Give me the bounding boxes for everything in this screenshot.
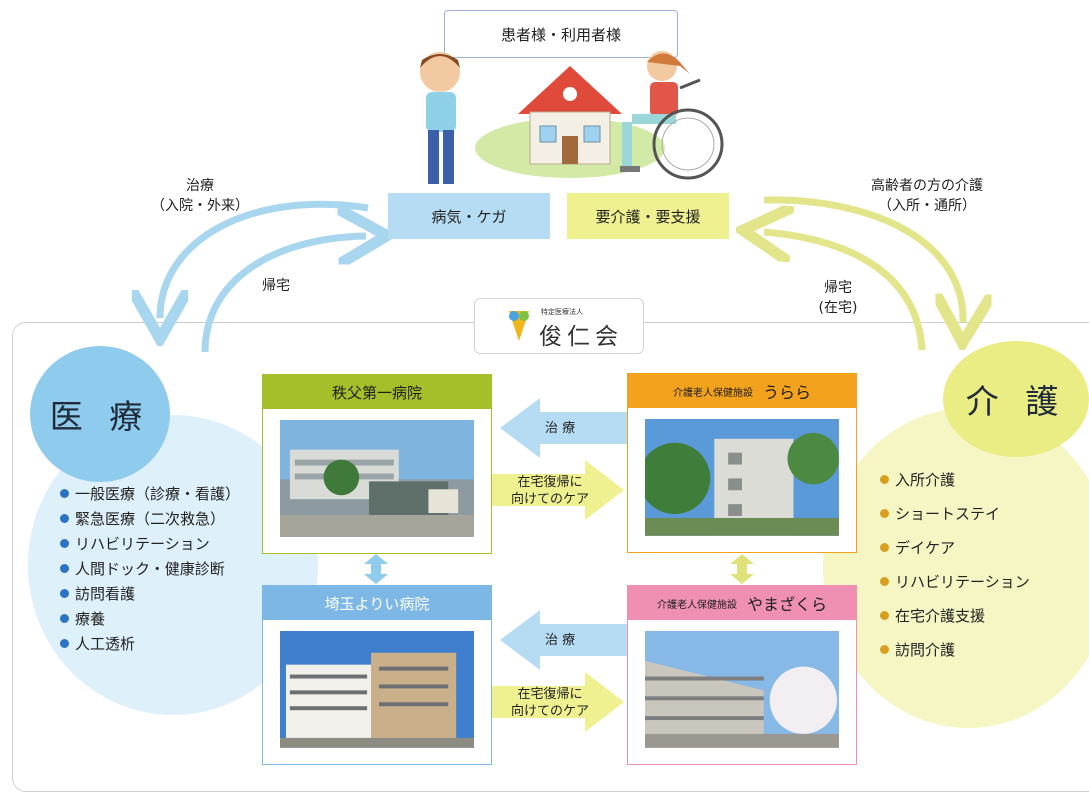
bullet-icon	[60, 514, 69, 523]
logo-subtitle: 特定医療法人	[541, 308, 583, 316]
treatment-arrow	[160, 200, 369, 318]
bullet-icon	[60, 489, 69, 498]
chichibu-hospital-card: 秩父第一病院	[262, 374, 492, 554]
list-item: 療養	[60, 607, 240, 632]
treat-arrow-top	[500, 398, 627, 458]
return-home-label-left: 帰宅	[262, 278, 290, 294]
care-services-list: 入所介護 ショートステイ デイケア リハビリテーション 在宅介護支援 訪問介護	[880, 463, 1030, 667]
list-item: 訪問看護	[60, 582, 240, 607]
yamazakura-facility-photo	[645, 631, 839, 748]
saitama-yorii-hospital-title: 埼玉よりい病院	[263, 586, 491, 620]
yamazakura-facility-card: 介護老人保健施設 やまざくら	[627, 585, 857, 765]
illness-injury-label: 病気・ケガ	[388, 193, 550, 239]
list-item: 緊急医療（二次救急）	[60, 507, 240, 532]
chichibu-hospital-title: 秩父第一病院	[263, 375, 491, 409]
urara-facility-card: 介護老人保健施設 うらら	[627, 373, 857, 553]
return-home-arrow-right	[764, 232, 926, 351]
link-arrow-left	[364, 554, 388, 584]
patients-title: 患者様・利用者様	[444, 10, 678, 58]
care-support-label: 要介護・要支援	[567, 193, 729, 239]
bullet-icon	[60, 589, 69, 598]
return-home-arrow-left	[201, 236, 366, 353]
bullet-icon	[60, 539, 69, 548]
urara-facility-title: 介護老人保健施設 うらら	[628, 374, 856, 408]
elderly-care-arrow	[763, 196, 963, 322]
list-item: ショートステイ	[880, 497, 1030, 531]
list-item: リハビリテーション	[60, 532, 240, 557]
home-arrow-top	[492, 460, 624, 520]
chichibu-hospital-photo	[280, 420, 474, 537]
saitama-yorii-hospital-photo	[280, 631, 474, 748]
link-arrow-right	[730, 554, 754, 584]
logo-name: 俊仁会	[539, 324, 623, 350]
bullet-icon	[880, 645, 889, 654]
treatment-label: 治療 （入院・外来）	[151, 178, 249, 214]
bullet-icon	[880, 543, 889, 552]
list-item: 入所介護	[880, 463, 1030, 497]
list-item: 一般医療（診療・看護）	[60, 482, 240, 507]
urara-facility-photo	[645, 419, 839, 536]
list-item: 在宅介護支援	[880, 599, 1030, 633]
bullet-icon	[880, 475, 889, 484]
home-arrow-bottom-label: 在宅復帰に 向けてのケア	[510, 687, 589, 719]
yamazakura-facility-title: 介護老人保健施設 やまざくら	[628, 586, 856, 620]
bullet-icon	[880, 577, 889, 586]
logo-mark-icon	[509, 311, 529, 341]
elderly-care-label: 高齢者の方の介護 （入所・通所）	[871, 178, 983, 214]
care-title: 介 護	[943, 341, 1089, 457]
list-item: リハビリテーション	[880, 565, 1030, 599]
patients-illustration	[420, 51, 724, 184]
home-arrow-top-label: 在宅復帰に 向けてのケア	[510, 475, 589, 507]
bullet-icon	[60, 639, 69, 648]
bullet-icon	[60, 614, 69, 623]
treat-arrow-top-label: 治 療	[545, 421, 576, 436]
bullet-icon	[880, 509, 889, 518]
bullet-icon	[60, 564, 69, 573]
medical-title: 医 療	[30, 346, 170, 482]
care-area-circle	[823, 408, 1089, 728]
saitama-yorii-hospital-card: 埼玉よりい病院	[262, 585, 492, 765]
shunjinkai-logo: 特定医療法人 俊仁会	[474, 298, 644, 354]
list-item: 訪問介護	[880, 633, 1030, 667]
list-item: デイケア	[880, 531, 1030, 565]
treat-arrow-bottom-label: 治 療	[545, 633, 576, 648]
home-arrow-bottom	[492, 672, 624, 732]
medical-services-list: 一般医療（診療・看護） 緊急医療（二次救急） リハビリテーション 人間ドック・健…	[60, 482, 240, 657]
treat-arrow-bottom	[500, 610, 627, 670]
list-item: 人工透析	[60, 632, 240, 657]
bullet-icon	[880, 611, 889, 620]
list-item: 人間ドック・健康診断	[60, 557, 240, 582]
return-home-label-right: 帰宅 (在宅)	[818, 280, 858, 316]
